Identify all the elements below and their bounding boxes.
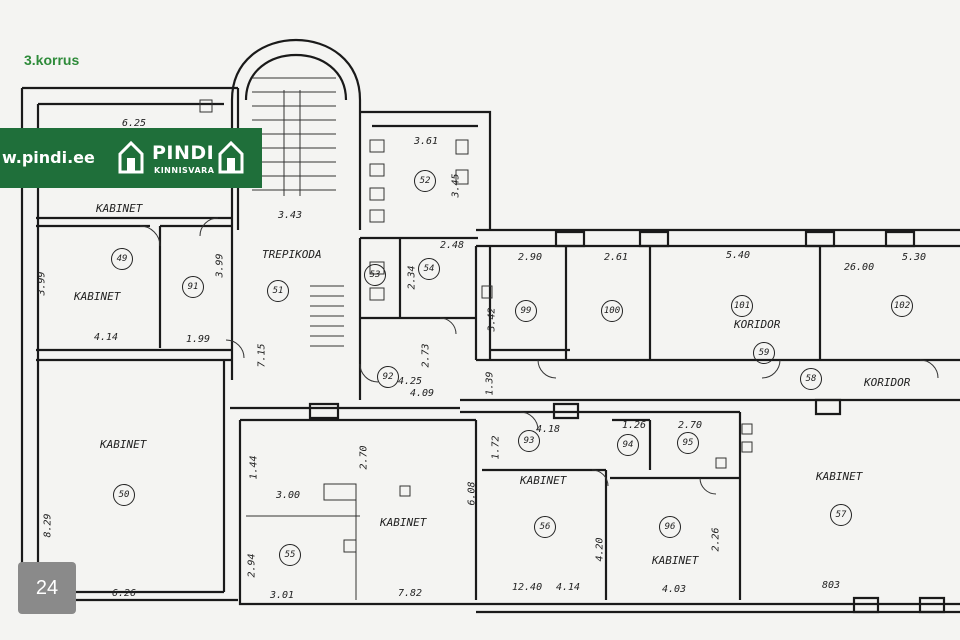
dim-label: 1.72 xyxy=(490,435,502,460)
website-url[interactable]: w.pindi.ee xyxy=(2,148,95,167)
dim-label: 4.25 xyxy=(398,376,423,387)
room-number-53: 53 xyxy=(364,264,386,286)
dim-label: 1.99 xyxy=(186,334,211,345)
room-number-99: 99 xyxy=(515,300,537,322)
dim-label: 3.99 xyxy=(36,271,48,296)
dim-label: 6.26 xyxy=(112,588,137,599)
room-number-57: 57 xyxy=(830,504,852,526)
room-number-92: 92 xyxy=(377,366,399,388)
room-label-top-kabinet: KABINET xyxy=(96,202,143,215)
brand-subtitle: KINNISVARA xyxy=(154,166,215,175)
room-number-100: 100 xyxy=(601,300,623,322)
dim-label: 6.25 xyxy=(122,118,147,129)
room-label-93: KABINET xyxy=(520,474,567,487)
dim-label: 2.94 xyxy=(246,553,258,578)
dim-label: 4.14 xyxy=(556,582,581,593)
room-number-93: 93 xyxy=(518,430,540,452)
room-number-59: 59 xyxy=(753,342,775,364)
dim-label: 803 xyxy=(822,580,841,591)
room-label-50: KABINET xyxy=(100,438,147,451)
room-label-58: KORIDOR xyxy=(864,376,911,389)
dim-label: 2.70 xyxy=(678,420,703,431)
room-number-94: 94 xyxy=(617,434,639,456)
dim-label: 6.08 xyxy=(466,481,478,506)
dim-label: 4.20 xyxy=(594,537,606,562)
dim-label: 2.34 xyxy=(406,265,418,290)
dim-label: 26.00 xyxy=(844,262,875,273)
room-number-56: 56 xyxy=(534,516,556,538)
dim-label: 3.00 xyxy=(276,490,301,501)
dim-label: 3.42 xyxy=(486,307,498,332)
room-number-102: 102 xyxy=(891,295,913,317)
dim-label: 4.18 xyxy=(536,424,561,435)
dim-label: 12.40 xyxy=(512,582,543,593)
dim-label: 2.48 xyxy=(440,240,465,251)
dim-label: 1.26 xyxy=(622,420,647,431)
room-number-96: 96 xyxy=(659,516,681,538)
brand-banner[interactable]: w.pindi.ee PINDI KINNISVARA xyxy=(0,128,262,188)
room-number-58: 58 xyxy=(800,368,822,390)
page-number-badge: 24 xyxy=(18,562,76,614)
room-number-95: 95 xyxy=(677,432,699,454)
dim-label: 3.99 xyxy=(214,253,226,278)
room-label-49: KABINET xyxy=(74,290,121,303)
dim-label: 4.03 xyxy=(662,584,687,595)
dim-label: 3.45 xyxy=(450,173,462,198)
dim-label: 4.09 xyxy=(410,388,435,399)
dim-label: 7.82 xyxy=(398,588,423,599)
dim-label: 5.40 xyxy=(726,250,751,261)
room-label-57: KABINET xyxy=(816,470,863,483)
dim-label: 1.44 xyxy=(248,455,260,480)
room-number-49: 49 xyxy=(111,248,133,270)
dim-label: 2.90 xyxy=(518,252,543,263)
floor-label: 3.korrus xyxy=(24,52,80,68)
room-label-101: KORIDOR xyxy=(734,318,781,331)
room-number-52: 52 xyxy=(414,170,436,192)
dim-label: 5.30 xyxy=(902,252,927,263)
house-right-icon xyxy=(218,140,244,174)
room-number-54: 54 xyxy=(418,258,440,280)
room-number-91: 91 xyxy=(182,276,204,298)
dim-label: 3.61 xyxy=(414,136,439,147)
dim-label: 3.01 xyxy=(270,590,295,601)
house-left-icon xyxy=(118,140,144,174)
room-number-101: 101 xyxy=(731,295,753,317)
dim-label: 3.43 xyxy=(278,210,303,221)
dim-label: 8.29 xyxy=(42,513,54,538)
dim-label: 1.39 xyxy=(484,371,496,396)
dim-label: 7.15 xyxy=(256,343,268,368)
room-number-55: 55 xyxy=(279,544,301,566)
room-label-51: TREPIKODA xyxy=(262,248,322,261)
room-number-51: 51 xyxy=(267,280,289,302)
dim-label: 2.26 xyxy=(710,527,722,552)
dim-label: 2.61 xyxy=(604,252,629,263)
dim-label: 4.14 xyxy=(94,332,119,343)
room-label-96: KABINET xyxy=(652,554,699,567)
brand-name: PINDI xyxy=(152,142,215,164)
room-number-50: 50 xyxy=(113,484,135,506)
dim-label: 2.70 xyxy=(358,445,370,470)
room-label-55: KABINET xyxy=(380,516,427,529)
dim-label: 2.73 xyxy=(420,343,432,368)
